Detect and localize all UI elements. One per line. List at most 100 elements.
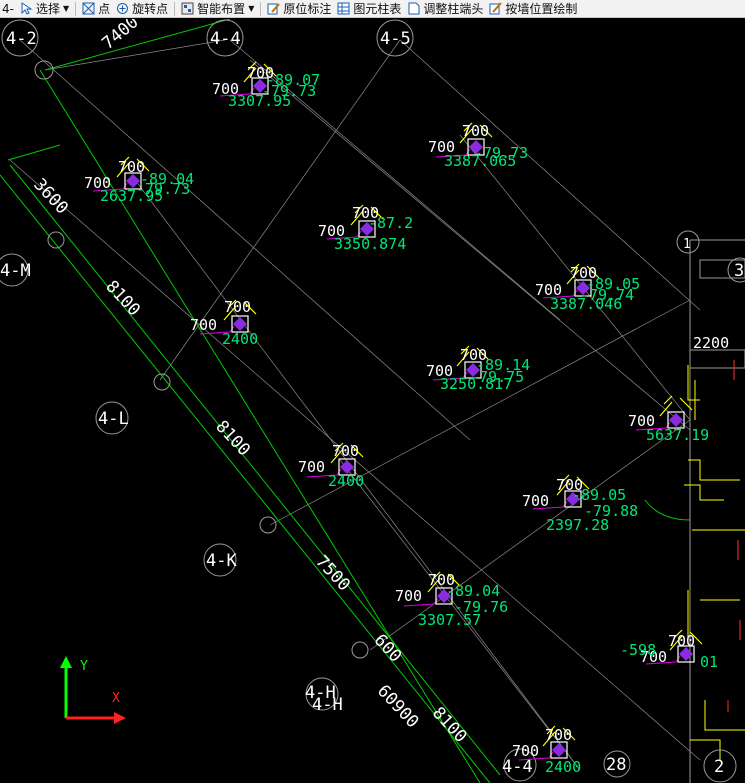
column-marker[interactable] — [92, 156, 150, 192]
column-outline — [338, 458, 356, 476]
axis-label: 3 — [734, 261, 744, 281]
column-code-label: -79.73 — [136, 180, 190, 198]
cad-drawing-canvas[interactable]: 4-2 4-4 4-5 4-M 4-L 4-K 4-H 4-H 4-4 1 2 … — [0, 19, 745, 783]
grid-line — [44, 39, 226, 71]
axis-bubble — [1, 19, 39, 57]
point-label: 点 — [98, 2, 111, 16]
ucs-x-label: X — [112, 691, 120, 706]
column-marker[interactable] — [403, 571, 461, 607]
column-marker[interactable] — [542, 263, 600, 299]
column-size-label: 700 — [570, 264, 597, 282]
chevron-down-icon[interactable]: ▼ — [62, 4, 70, 13]
column-marker[interactable] — [532, 474, 590, 510]
column-size-label: 700 — [428, 571, 455, 589]
column-code-label: 2637.95 — [100, 187, 163, 205]
column-outline — [467, 138, 485, 156]
leader-line — [542, 289, 578, 299]
axis-bubble — [503, 748, 537, 782]
axis-bubble — [376, 19, 414, 57]
smart-layout-button[interactable]: 智能布置 ▼ — [181, 0, 255, 17]
grid-line — [459, 134, 691, 421]
select-button[interactable]: 选择 ▼ — [20, 0, 70, 17]
column-marker[interactable] — [635, 395, 693, 431]
column-outline — [667, 411, 685, 429]
toolbar-item-prefix: 4- — [2, 0, 14, 17]
rotate-point-label: 旋转点 — [132, 2, 169, 16]
column-section — [669, 413, 683, 427]
column-code-label: 2400 — [545, 758, 581, 776]
axis-bubble — [95, 401, 129, 435]
draw-by-wall-button[interactable]: 按墙位置绘制 — [489, 0, 577, 17]
dimension-lines — [0, 19, 691, 783]
grid-line — [269, 299, 691, 526]
inplace-annotate-button[interactable]: 原位标注 — [267, 0, 331, 17]
column-marker[interactable] — [326, 204, 384, 240]
dimension-text: 8100 — [211, 417, 254, 461]
column-size-label: 700 — [545, 726, 572, 744]
inplace-annotate-icon — [267, 3, 281, 15]
column-marker[interactable] — [219, 61, 277, 97]
leader-line — [199, 325, 235, 335]
grid-line — [369, 419, 691, 651]
column-code-label: 2400 — [328, 472, 364, 490]
axis-label: 4-4 — [210, 29, 241, 49]
column-marker[interactable] — [432, 345, 490, 381]
column-annotation — [456, 345, 490, 367]
adjust-column-end-button[interactable]: 调整柱端头 — [407, 0, 484, 17]
column-annotation — [427, 571, 461, 593]
column-size-label: 700 — [190, 316, 217, 334]
column-annotation — [659, 395, 693, 417]
leader-line — [518, 751, 554, 761]
axis-label: 4-5 — [380, 29, 411, 49]
column-marker[interactable] — [306, 442, 364, 478]
rotate-point-button[interactable]: 旋转点 — [116, 0, 169, 17]
grid-line — [399, 39, 701, 311]
column-code-label: 2400 — [222, 330, 258, 348]
axis-bubble — [206, 19, 244, 57]
column-size-label: 700 — [512, 742, 539, 760]
axis-label: 4-2 — [6, 29, 37, 49]
column-section — [253, 79, 267, 93]
column-section — [566, 492, 580, 506]
leader-line — [306, 468, 342, 478]
axis-node — [153, 373, 171, 391]
column-marker[interactable] — [435, 122, 493, 158]
toolbar-prefix-label: 4- — [2, 1, 14, 16]
point-button[interactable]: 点 — [82, 0, 111, 17]
column-section — [340, 460, 354, 474]
column-size-label: 700 — [247, 64, 274, 82]
axis-bubble — [703, 749, 737, 783]
ucs-icon: Y X — [60, 656, 126, 724]
adjust-column-end-label: 调整柱端头 — [423, 2, 484, 16]
column-size-label: 700 — [428, 138, 455, 156]
axis-bubbles — [0, 19, 745, 783]
toolbar-separator — [174, 1, 176, 16]
column-code-label: -89.05 — [572, 486, 626, 504]
column-code-label: -79.73 — [262, 82, 316, 100]
leader-line — [326, 230, 362, 240]
grid-line — [159, 39, 401, 381]
axis-label: 1 — [683, 237, 691, 252]
column-section — [233, 317, 247, 331]
column-code-label: 2397.28 — [546, 516, 609, 534]
column-size-label: 700 — [462, 122, 489, 140]
leader-line — [432, 371, 468, 381]
column-table-button[interactable]: 图元柱表 — [337, 0, 401, 17]
column-size-label: 700 — [352, 204, 379, 222]
grid-line — [339, 459, 581, 771]
column-size-label: 700 — [224, 298, 251, 316]
column-annotation — [459, 122, 493, 144]
column-markers[interactable] — [92, 61, 703, 761]
column-section — [466, 363, 480, 377]
column-code-label: -87.2 — [368, 214, 413, 232]
axis-node — [47, 231, 65, 249]
select-label: 选择 — [35, 2, 60, 16]
column-size-label: 700 — [298, 458, 325, 476]
column-marker[interactable] — [199, 299, 257, 335]
column-marker[interactable] — [518, 725, 576, 761]
column-marker[interactable] — [645, 629, 703, 665]
column-size-label: 700 — [640, 648, 667, 666]
column-code-label: -79.88 — [584, 502, 638, 520]
chevron-down-icon[interactable]: ▼ — [248, 4, 255, 13]
grid-line — [229, 39, 561, 321]
